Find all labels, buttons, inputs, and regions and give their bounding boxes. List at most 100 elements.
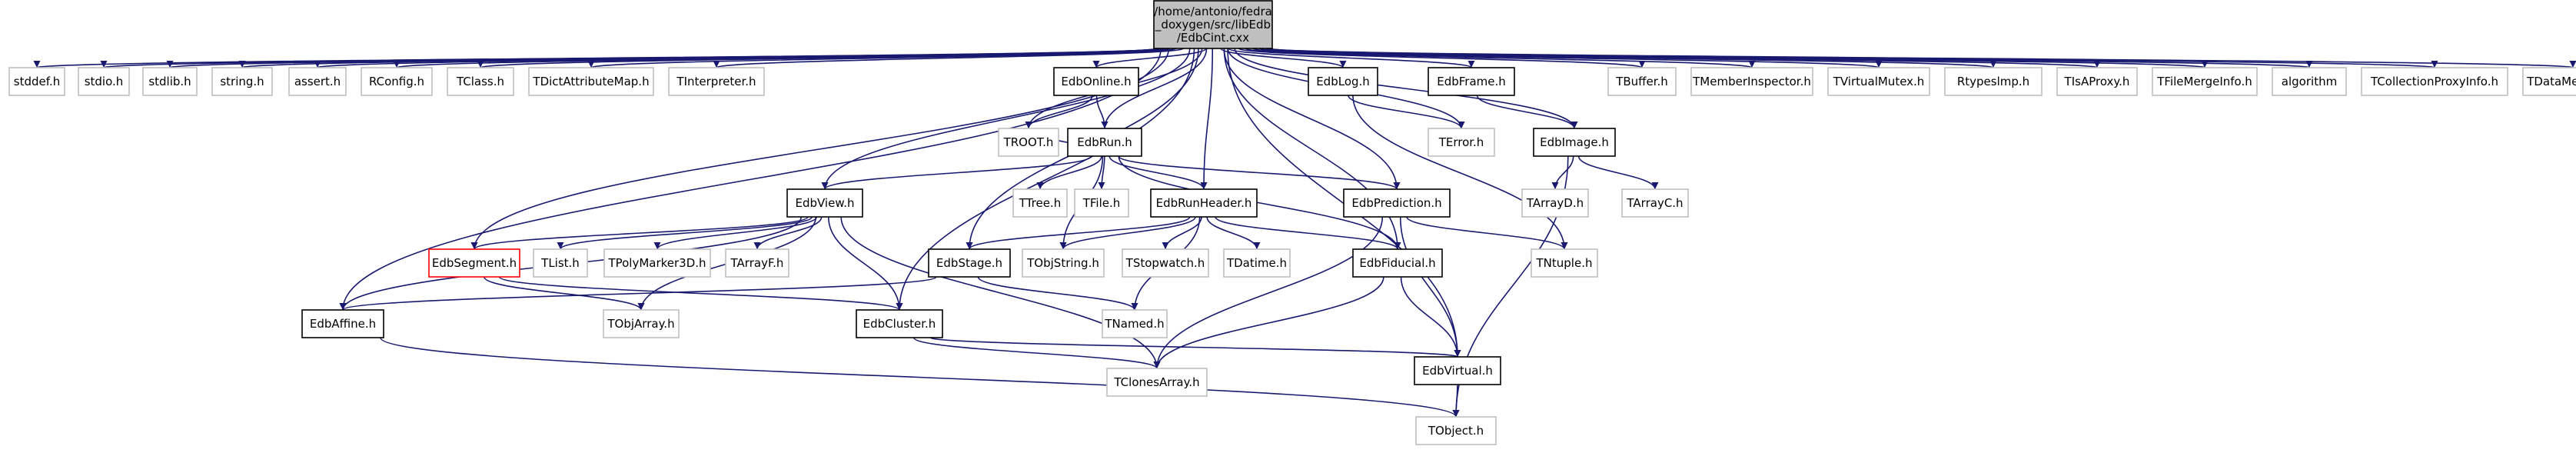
edge-path xyxy=(1577,155,1659,190)
edge-path xyxy=(1206,216,1261,250)
node-box xyxy=(603,309,680,338)
edge-root-to-tbuffer xyxy=(1238,48,1646,68)
node-box xyxy=(1414,356,1501,385)
node-label: TFile.h xyxy=(1082,196,1121,210)
node-edbrunheader[interactable]: EdbRunHeader.h xyxy=(1150,188,1258,218)
node-label: EdbPrediction.h xyxy=(1351,196,1441,210)
node-box xyxy=(1122,248,1209,278)
node-label: stdlib.h xyxy=(148,75,191,88)
edge-path xyxy=(821,48,1191,190)
node-rconfig: RConfig.h xyxy=(361,67,433,96)
edge-edbview-to-edbsegment xyxy=(470,216,809,250)
node-box xyxy=(668,67,765,96)
edge-edbview-to-tclonesarray xyxy=(840,216,1161,369)
node-label: TClass.h xyxy=(456,75,504,88)
edge-edbcluster-to-edbvirtual xyxy=(929,337,1461,358)
edge-path xyxy=(380,337,1460,418)
edge-path xyxy=(821,155,1092,190)
node-tclonesarray: TClonesArray.h xyxy=(1106,368,1208,397)
node-box xyxy=(1352,248,1443,278)
node-tclass: TClass.h xyxy=(447,67,514,96)
node-box xyxy=(1428,128,1495,157)
node-edbaffine[interactable]: EdbAffine.h xyxy=(301,309,384,338)
edge-path xyxy=(929,337,1461,358)
node-edbonline[interactable]: EdbOnline.h xyxy=(1053,67,1139,96)
node-edbimage[interactable]: EdbImage.h xyxy=(1533,128,1616,157)
node-edbcluster[interactable]: EdbCluster.h xyxy=(856,309,943,338)
node-box xyxy=(1621,188,1689,218)
edge-edbcluster-to-tclonesarray xyxy=(912,337,1161,369)
node-label: TObjArray.h xyxy=(607,317,674,331)
node-box xyxy=(1150,188,1258,218)
node-box xyxy=(1106,368,1208,397)
edge-path xyxy=(653,216,818,250)
node-label: assert.h xyxy=(294,75,341,88)
node-edbsegment[interactable]: EdbSegment.h xyxy=(428,248,520,278)
node-edbfiducial[interactable]: EdbFiducial.h xyxy=(1352,248,1443,278)
node-edbrun[interactable]: EdbRun.h xyxy=(1067,128,1142,157)
edge-path xyxy=(1118,155,1401,250)
edge-path xyxy=(1268,48,2576,68)
node-edbvirtual[interactable]: EdbVirtual.h xyxy=(1414,356,1501,385)
edge-root-to-edbrunheader xyxy=(1200,48,1214,190)
node-tntuple: TNtuple.h xyxy=(1531,248,1598,278)
edge-path xyxy=(1025,95,1093,129)
edge-root-to-tmemberinsp xyxy=(1245,48,1755,68)
node-label: TDataMember.h xyxy=(2526,75,2576,88)
edge-edbrun-to-tfile xyxy=(1098,155,1105,190)
edge-edbprediction-to-tclonesarray xyxy=(1153,216,1384,369)
node-label: EdbImage.h xyxy=(1540,135,1609,149)
node-label: TList.h xyxy=(540,256,580,270)
edge-root-to-edbimage xyxy=(1234,48,1578,129)
edge-path xyxy=(1406,216,1568,250)
edge-path xyxy=(1220,48,1347,68)
node-edbstage[interactable]: EdbStage.h xyxy=(928,248,1011,278)
node-edbprediction[interactable]: EdbPrediction.h xyxy=(1343,188,1451,218)
edge-path xyxy=(1059,216,1196,250)
node-edblog[interactable]: EdbLog.h xyxy=(1308,67,1378,96)
node-rtypesimp: Rtypeslmp.h xyxy=(1944,67,2043,96)
edge-edbaffine-to-tobject xyxy=(380,337,1460,418)
edge-root-to-edbview xyxy=(821,48,1191,190)
node-label: EdbSegment.h xyxy=(432,256,517,270)
edge-edbrunheader-to-tdatime xyxy=(1206,216,1261,250)
node-box xyxy=(2272,67,2347,96)
node-box xyxy=(301,309,384,338)
node-tfile: TFile.h xyxy=(1074,188,1129,218)
nodes-layer: /home/antonio/fedra_doxygen/src/libEdb/E… xyxy=(8,0,2576,445)
node-box xyxy=(1012,188,1068,218)
edge-edbfiducial-to-tclonesarray xyxy=(1153,276,1384,369)
node-label: TArrayD.h xyxy=(1526,196,1584,210)
edge-path xyxy=(713,48,1185,68)
node-label: EdbFrame.h xyxy=(1437,75,1506,88)
edge-path xyxy=(1153,276,1384,369)
node-label: string.h xyxy=(220,75,264,88)
node-edbview[interactable]: EdbView.h xyxy=(786,188,863,218)
node-terror: TError.h xyxy=(1428,128,1495,157)
node-tinterp: TInterpreter.h xyxy=(668,67,765,96)
edge-edbrunheader-to-edbfiducial xyxy=(1215,216,1401,250)
node-box xyxy=(1343,188,1451,218)
edge-edbrun-to-ttree xyxy=(1036,155,1102,190)
node-box xyxy=(1153,0,1273,49)
edge-root-to-edblog xyxy=(1220,48,1347,68)
edge-path xyxy=(1223,48,1401,190)
node-edbframe[interactable]: EdbFrame.h xyxy=(1428,67,1515,96)
node-box xyxy=(2056,67,2138,96)
edge-path xyxy=(484,276,645,311)
node-label: TNtuple.h xyxy=(1536,256,1593,270)
node-box xyxy=(1428,67,1515,96)
node-label: TCollectionProxyInfo.h xyxy=(2370,75,2498,88)
edge-path xyxy=(977,276,1138,311)
edge-path xyxy=(1098,155,1105,190)
node-root[interactable]: /home/antonio/fedra_doxygen/src/libEdb/E… xyxy=(1153,0,1273,49)
edge-edbrun-to-edbview xyxy=(821,155,1092,190)
edge-path xyxy=(1476,95,1578,129)
node-tarrayd: TArrayD.h xyxy=(1521,188,1589,218)
edge-path xyxy=(1109,155,1208,190)
node-box xyxy=(361,67,433,96)
edge-path xyxy=(1352,95,1568,250)
node-label: RConfig.h xyxy=(369,75,424,88)
edge-edbstage-to-tnamed xyxy=(977,276,1138,311)
edge-path xyxy=(1095,95,1109,129)
